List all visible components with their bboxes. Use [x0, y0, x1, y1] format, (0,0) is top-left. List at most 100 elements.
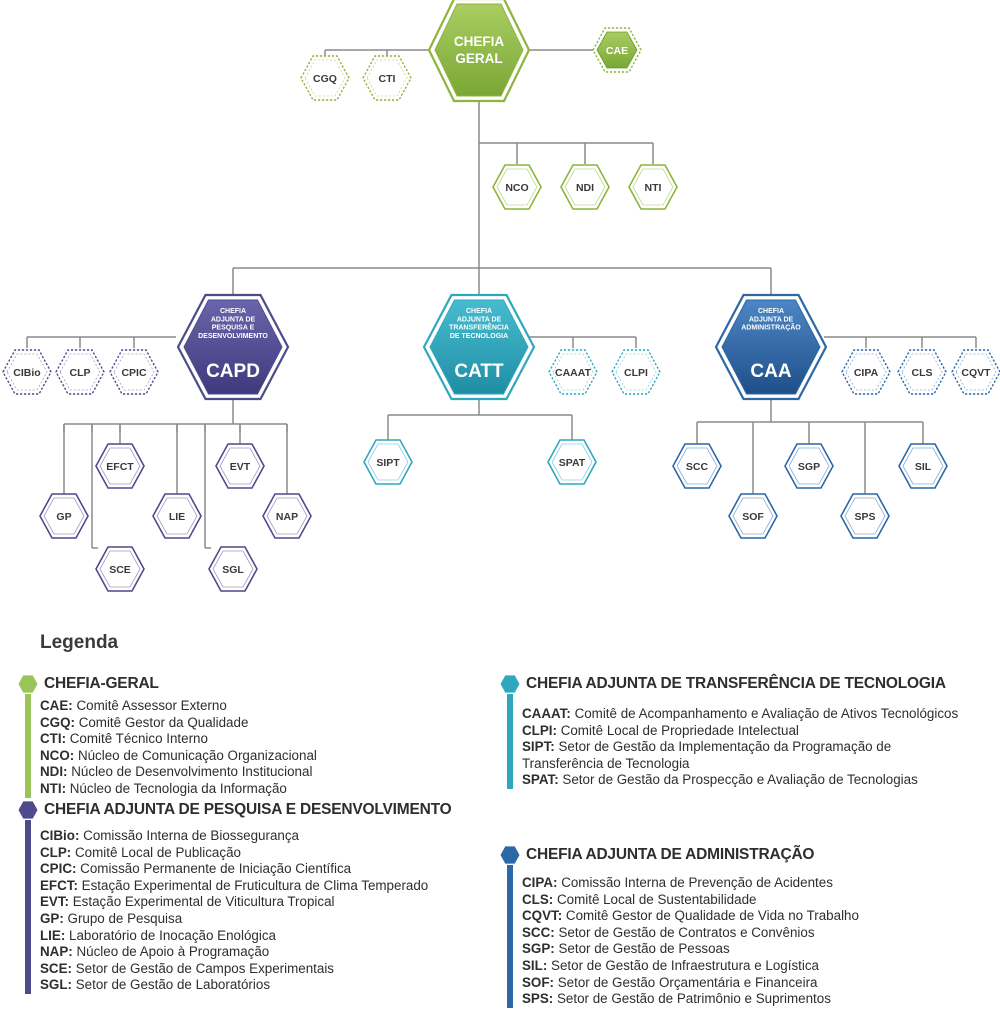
legend-item-abbr: SPAT: — [522, 772, 559, 788]
legend-item-abbr: NTI: — [40, 780, 67, 796]
node-sub-caa-1: ADJUNTA DE — [749, 316, 794, 323]
legend-item-abbr: EFCT: — [40, 877, 78, 893]
node-label-ndi: NDI — [576, 182, 594, 194]
legend-item: SIPT: Setor de Gestão da Implementação d… — [522, 739, 970, 772]
node-lie: LIE — [152, 493, 202, 539]
node-sps: SPS — [840, 493, 890, 539]
legend-item-text: Comitê Assessor Externo — [72, 698, 227, 713]
node-label-cibio: CIBio — [13, 367, 40, 379]
node-sub-capd-0: CHEFIA — [220, 308, 246, 315]
connector-lines — [26, 49, 977, 549]
legend-item: CPIC: Comissão Permanente de Iniciação C… — [40, 861, 488, 878]
node-sil: SIL — [898, 443, 948, 489]
legend-item-abbr: CPIC: — [40, 861, 77, 877]
legend-item-abbr: NCO: — [40, 747, 75, 763]
node-abbr-catt: CATT — [454, 361, 504, 382]
legend-item: CAE: Comitê Assessor Externo — [40, 698, 488, 715]
node-nap: NAP — [262, 493, 312, 539]
legend-item: CIPA: Comissão Interna de Prevenção de A… — [522, 875, 970, 892]
legend-item-abbr: LIE: — [40, 927, 66, 943]
legend-group-header: CHEFIA ADJUNTA DE ADMINISTRAÇÃO — [500, 845, 970, 865]
legend-item: SPS: Setor de Gestão de Patrimônio e Sup… — [522, 991, 970, 1008]
node-label-nco: NCO — [505, 182, 528, 194]
node-efct: EFCT — [95, 443, 145, 489]
legend-group-title: CHEFIA ADJUNTA DE PESQUISA E DESENVOLVIM… — [44, 801, 452, 818]
legend-item: NDI: Núcleo de Desenvolvimento Instituci… — [40, 764, 488, 781]
node-label-cti: CTI — [379, 73, 396, 85]
legend-item-text: Comitê de Acompanhamento e Avaliação de … — [570, 706, 959, 721]
node-label-nap: NAP — [276, 511, 298, 523]
legend-item: SGP: Setor de Gestão de Pessoas — [522, 941, 970, 958]
legend-group-capd: CHEFIA ADJUNTA DE PESQUISA E DESENVOLVIM… — [18, 800, 488, 994]
legend-item-abbr: SCC: — [522, 924, 555, 940]
legend-item-abbr: SGL: — [40, 977, 72, 993]
legend-item-text: Núcleo de Apoio à Programação — [72, 944, 270, 960]
node-cibio: CIBio — [2, 349, 52, 395]
legend-item-abbr: CLP: — [40, 844, 72, 860]
node-sub-catt-3: DE TECNOLOGIA — [450, 333, 508, 340]
legend-group-bar — [25, 694, 31, 798]
legend-item: CLPI: Comitê Local de Propriedade Intele… — [522, 723, 970, 740]
legend-item: CQVT: Comitê Gestor de Qualidade de Vida… — [522, 908, 970, 925]
legend-item: SPAT: Setor de Gestão da Prospecção e Av… — [522, 772, 970, 789]
legend-item-abbr: EVT: — [40, 894, 70, 910]
node-clpi: CLPI — [611, 349, 661, 395]
node-sgl: SGL — [208, 546, 258, 592]
legend-group-items: CIBio: Comissão Interna de Biossegurança… — [18, 820, 488, 994]
node-label-lie: LIE — [169, 511, 185, 523]
legend-group-catt: CHEFIA ADJUNTA DE TRANSFERÊNCIA DE TECNO… — [500, 674, 970, 789]
legend-item-text: Setor de Gestão de Contratos e Convênios — [554, 924, 815, 940]
legend-item-text: Núcleo de Desenvolvimento Institucional — [67, 764, 313, 780]
legend-item-text: Setor de Gestão da Prospecção e Avaliaçã… — [558, 772, 918, 788]
node-label-chefia_geral-1: GERAL — [455, 51, 502, 66]
hexagon-icon — [500, 674, 520, 694]
legend-item-abbr: SGP: — [522, 941, 555, 957]
node-label-clpi: CLPI — [624, 367, 648, 379]
node-label-cae: CAE — [606, 45, 628, 57]
legend-item-text: Comitê Local de Sustentabilidade — [553, 891, 757, 907]
node-label-nti: NTI — [645, 182, 662, 194]
node-label-cipa: CIPA — [854, 367, 879, 379]
node-sof: SOF — [728, 493, 778, 539]
node-nti: NTI — [628, 164, 678, 210]
node-sub-catt-0: CHEFIA — [466, 308, 492, 315]
node-cgq: CGQ — [300, 55, 350, 101]
node-sub-catt-2: TRANSFERÊNCIA — [449, 323, 509, 332]
legend-item-text: Setor de Gestão de Campos Experimentais — [72, 960, 334, 976]
node-caaat: CAAAT — [548, 349, 598, 395]
node-sipt: SIPT — [363, 439, 413, 485]
legend-item-text: Comissão Interna de Prevenção de Acident… — [557, 875, 833, 890]
legend-item-abbr: CQVT: — [522, 908, 563, 924]
legend-item-text: Setor de Gestão de Pessoas — [554, 941, 730, 957]
legend-item: CLP: Comitê Local de Publicação — [40, 845, 488, 862]
legend-item: NTI: Núcleo de Tecnologia da Informação — [40, 781, 488, 798]
legend-item-abbr: NAP: — [40, 944, 73, 960]
node-label-gp: GP — [56, 511, 71, 523]
legend-item: CIBio: Comissão Interna de Biossegurança — [40, 828, 488, 845]
legend-item-text: Grupo de Pesquisa — [63, 910, 183, 926]
node-ndi: NDI — [560, 164, 610, 210]
legend-item: LIE: Laboratório de Inocação Enológica — [40, 928, 488, 945]
legend-group-items: CAAAT: Comitê de Acompanhamento e Avalia… — [500, 694, 970, 789]
node-abbr-caa: CAA — [750, 361, 791, 382]
node-label-caaat: CAAAT — [555, 367, 592, 379]
node-cqvt: CQVT — [951, 349, 1000, 395]
node-scc: SCC — [672, 443, 722, 489]
legend-item: CLS: Comitê Local de Sustentabilidade — [522, 892, 970, 909]
node-cti: CTI — [362, 55, 412, 101]
legend-item: SCE: Setor de Gestão de Campos Experimen… — [40, 961, 488, 978]
hexagon-icon — [18, 800, 38, 820]
legend-item-abbr: SOF: — [522, 974, 554, 990]
node-evt: EVT — [215, 443, 265, 489]
legend-title: Legenda — [40, 632, 119, 653]
legend-item-text: Estação Experimental de Fruticultura de … — [77, 877, 429, 893]
node-label-cls: CLS — [912, 367, 933, 379]
legend-group-caa: CHEFIA ADJUNTA DE ADMINISTRAÇÃO CIPA: Com… — [500, 845, 970, 1008]
legend-item-text: Setor de Gestão de Infraestrutura e Logí… — [547, 957, 819, 973]
legend-item-text: Núcleo de Tecnologia da Informação — [66, 780, 287, 796]
legend-group-title: CHEFIA ADJUNTA DE TRANSFERÊNCIA DE TECNO… — [526, 675, 946, 692]
